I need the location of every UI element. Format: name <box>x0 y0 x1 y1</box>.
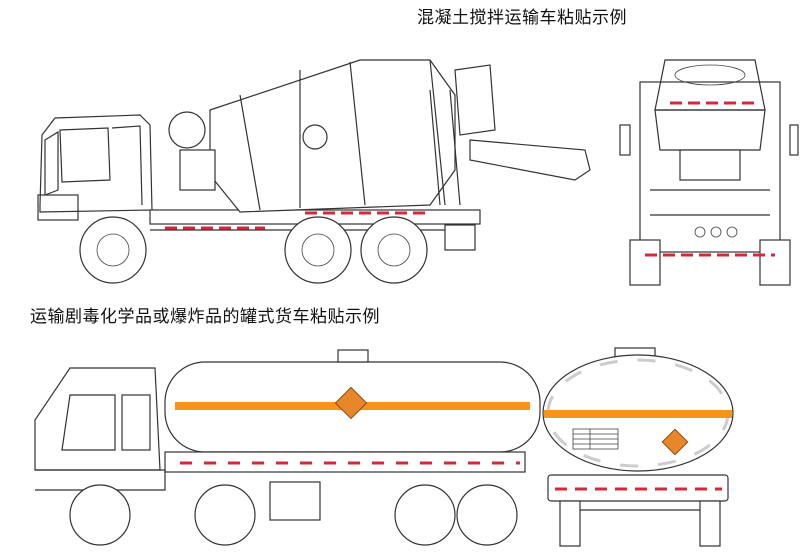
hazard-diamond-side <box>334 386 368 420</box>
tanker-truck-rear-view <box>542 347 734 547</box>
hazard-diamond-rear <box>661 428 689 456</box>
mixer-example-heading: 混凝土搅拌运输车粘贴示例 <box>417 8 627 28</box>
mixer-truck-rear-view <box>619 59 799 286</box>
tanker-truck-side-view <box>34 349 541 546</box>
tanker-rear-orange-stripe <box>544 410 732 418</box>
mixer-truck-side-view <box>37 59 591 284</box>
mixer-side-reflective-strips <box>165 211 430 230</box>
tanker-example-heading: 运输剧毒化学品或爆炸品的罐式货车粘贴示例 <box>30 307 380 327</box>
mixer-rear-reflective-strips <box>645 101 775 257</box>
